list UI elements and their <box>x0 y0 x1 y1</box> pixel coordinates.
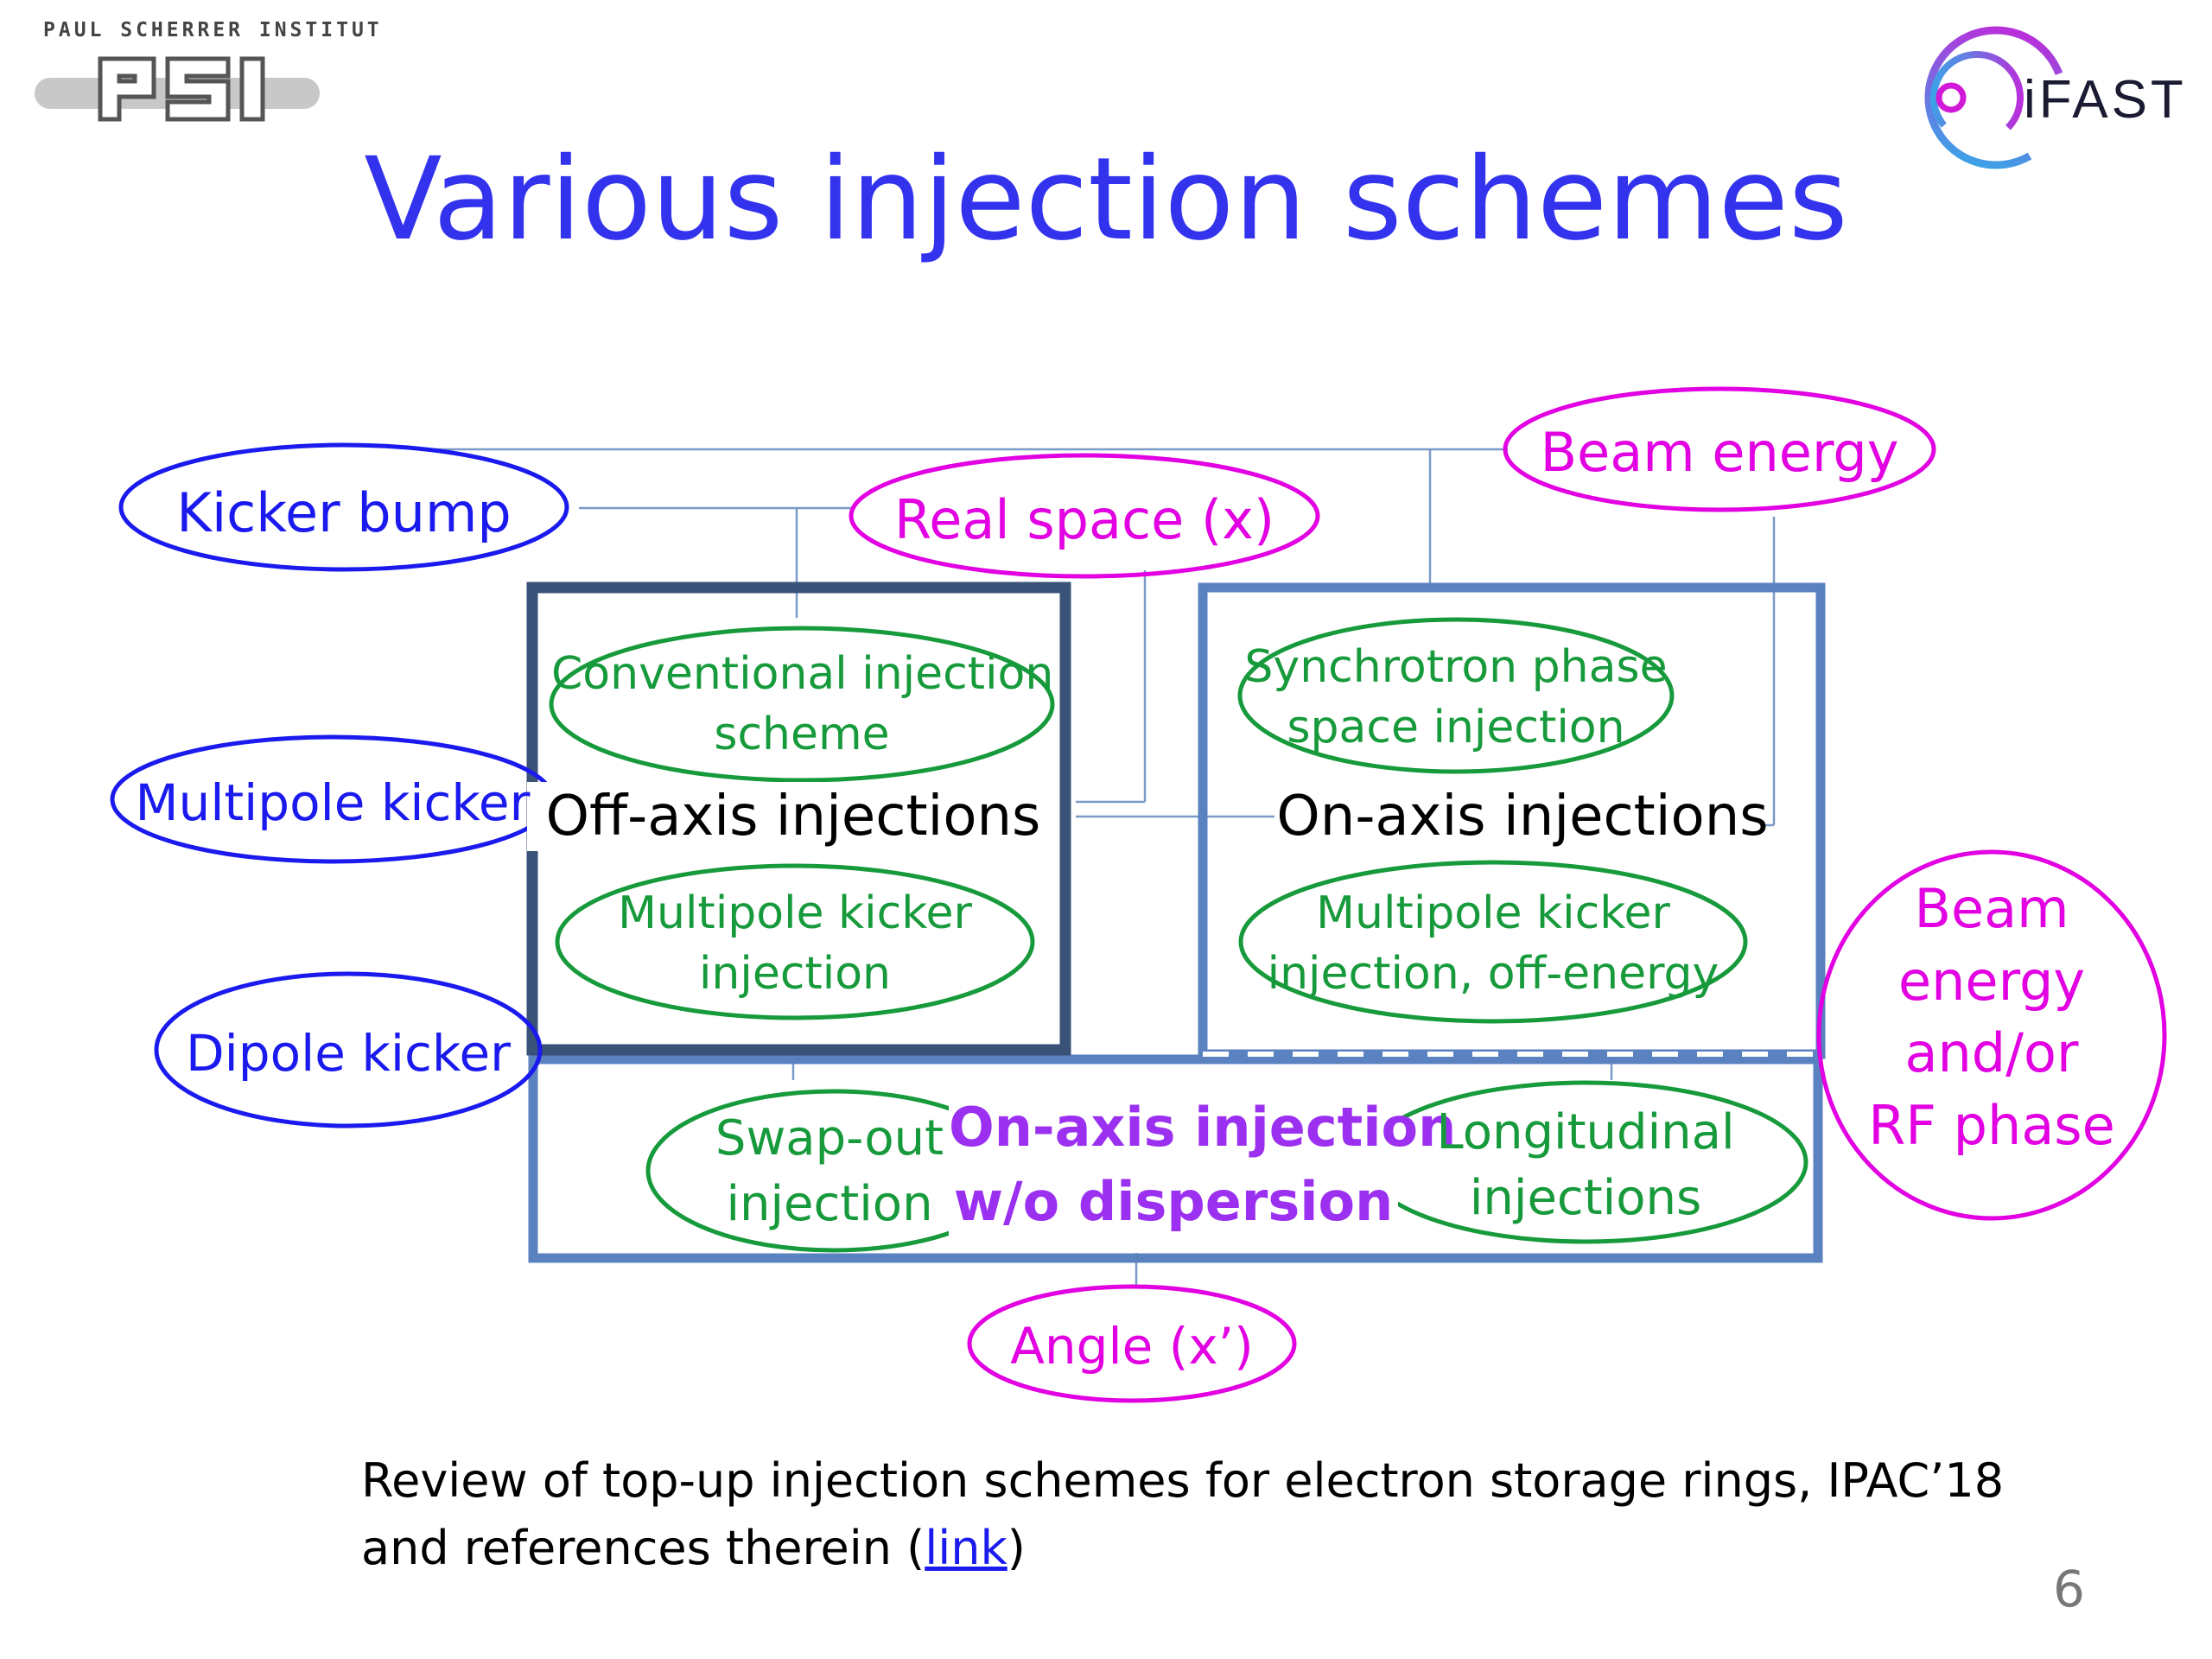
on-axis-box <box>1198 582 1826 1059</box>
multipole-kicker-off-energy-line-2: injection, off-energy <box>1267 948 1719 1001</box>
conventional-injection-label: Conventional injection scheme <box>551 644 1054 765</box>
longitudinal-injections-line-2: injections <box>1469 1169 1702 1226</box>
connector-lines <box>423 448 1776 1287</box>
on-axis-no-dispersion-label: On-axis injection w/o dispersion <box>949 1090 1457 1238</box>
reference-suffix: ) <box>1007 1521 1026 1576</box>
beam-energy-rf-line-2: energy <box>1897 949 2086 1013</box>
off-axis-label-mask <box>527 782 1011 851</box>
conventional-injection-ellipse <box>549 626 1055 783</box>
synchrotron-phase-space-label: Synchrotron phase space injection <box>1240 637 1672 758</box>
multipole-kicker-label: Multipole kicker <box>135 773 531 832</box>
kicker-bump-label: Kicker bump <box>176 481 512 544</box>
dipole-kicker-label: Dipole kicker <box>186 1024 511 1083</box>
swap-out-injection-line-2: injection <box>726 1175 933 1232</box>
on-axis-no-dispersion-mask <box>949 1090 1398 1239</box>
longitudinal-injections-line-1: Longitudinal <box>1436 1104 1735 1160</box>
synchrotron-phase-space-line-1: Synchrotron phase <box>1244 641 1668 693</box>
swap-out-injection-label: Swap-out injection <box>691 1106 968 1236</box>
synchrotron-phase-space-line-2: space injection <box>1287 702 1625 754</box>
ifast-logo-icon <box>1924 26 2068 169</box>
psi-org-name: PAUL SCHERRER INSTITUT <box>43 19 383 41</box>
dipole-kicker-ellipse <box>154 971 543 1128</box>
reference-prefix: and references therein ( <box>361 1521 925 1576</box>
ifast-logo-text: iFAST <box>2024 70 2187 130</box>
angle-ellipse <box>967 1284 1297 1403</box>
reference-line-2: and references therein (link) <box>361 1515 2004 1582</box>
on-axis-no-dispersion-box <box>528 1054 1823 1263</box>
conventional-injection-line-2: scheme <box>714 709 890 761</box>
beam-energy-rf-ellipse <box>1816 849 2167 1221</box>
multipole-kicker-injection-line-2: injection <box>698 948 892 1001</box>
angle-label: Angle (x’) <box>1010 1317 1254 1376</box>
multipole-kicker-injection-line-1: Multipole kicker <box>618 887 972 939</box>
real-space-ellipse <box>849 453 1320 579</box>
on-axis-no-dispersion-line-2: w/o dispersion <box>953 1169 1394 1233</box>
reference-link[interactable]: link <box>925 1521 1007 1576</box>
beam-energy-ellipse <box>1503 386 1936 512</box>
swap-out-injection-line-1: Swap-out <box>715 1110 944 1166</box>
beam-energy-rf-line-4: RF phase <box>1868 1094 2115 1158</box>
on-axis-no-dispersion-line-1: On-axis injection <box>949 1096 1457 1159</box>
on-axis-injections-label: On-axis injections <box>1276 785 1769 849</box>
beam-energy-rf-label: Beam energy and/or RF phase <box>1819 873 2164 1162</box>
multipole-kicker-off-energy-label: Multipole kicker injection, off-energy <box>1241 883 1745 1004</box>
kicker-bump-ellipse <box>118 442 569 572</box>
beam-energy-rf-line-3: and/or <box>1904 1021 2079 1085</box>
page-number: 6 <box>2053 1560 2085 1618</box>
reference-line-1: Review of top-up injection schemes for e… <box>361 1453 2005 1508</box>
multipole-kicker-off-energy-line-1: Multipole kicker <box>1316 887 1670 939</box>
beam-energy-label: Beam energy <box>1540 421 1899 484</box>
longitudinal-injections-label: Longitudinal injections <box>1400 1100 1771 1230</box>
on-axis-label-mask <box>1277 782 1761 851</box>
conventional-injection-line-1: Conventional injection <box>551 648 1054 700</box>
multipole-kicker-off-energy-ellipse <box>1238 860 1748 1024</box>
multipole-kicker-injection-label: Multipole kicker injection <box>557 883 1033 1004</box>
off-axis-injections-label: Off-axis injections <box>545 785 1041 849</box>
multipole-kicker-injection-ellipse <box>555 863 1035 1020</box>
synchrotron-phase-space-ellipse <box>1237 617 1675 774</box>
reference-text: Review of top-up injection schemes for e… <box>361 1447 2004 1583</box>
beam-energy-rf-line-1: Beam <box>1914 877 2069 940</box>
slide-title: Various injection schemes <box>364 133 1848 266</box>
real-space-label: Real space (x) <box>893 488 1275 551</box>
psi-logo <box>35 56 320 122</box>
